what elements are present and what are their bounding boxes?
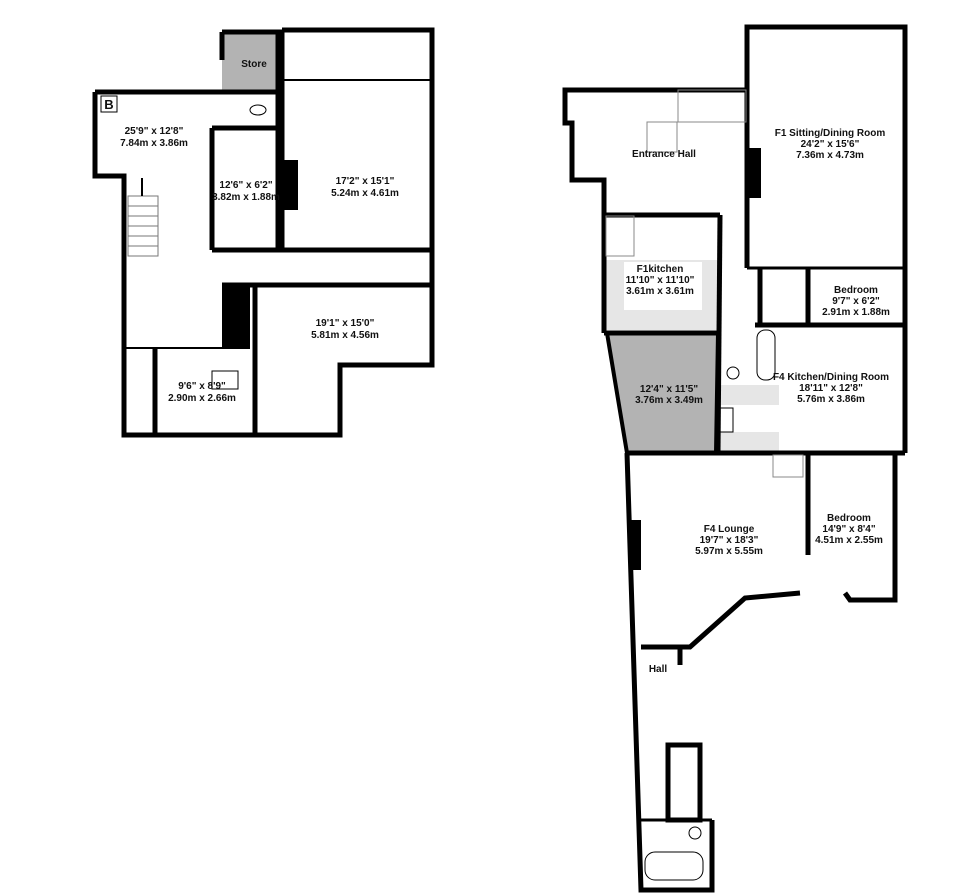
chimney-breast [749,148,761,198]
basement-marker [100,95,118,113]
room-dims-imperial: 12'4" x 11'5" [640,384,698,395]
bedroom-wall [842,453,898,603]
chimney-breast [276,160,298,210]
room-dims-imperial: 14'9" x 8'4" [822,524,875,535]
room-dims-metric: 7.84m x 3.86m [120,138,188,149]
stairs [127,178,159,257]
entrance-hall-label: Entrance Hall [632,149,696,160]
room-dims-metric: 3.76m x 3.49m [635,395,703,406]
kitchen-worktop [719,385,779,405]
room-name: F1kitchen [637,264,684,275]
toilet-icon [726,366,740,380]
room-dims-imperial: 19'1" x 15'0" [316,318,375,329]
room-name: Bedroom [834,285,878,296]
room-dims-metric: 3.82m x 1.88m [212,192,280,203]
chimney-breast [631,520,641,570]
room-dims-imperial: 25'9" x 12'8" [125,126,184,137]
entrance-outer-wall [562,87,747,333]
sink-icon [718,407,734,433]
store-room [222,32,280,92]
room-name: F4 Lounge [704,524,755,535]
kitchen-worktop [719,432,779,452]
skylight-icon [211,370,239,390]
room-name: F1 Sitting/Dining Room [775,128,886,139]
room-dims-metric: 2.91m x 1.88m [822,307,890,318]
hall-label: Hall [649,664,668,675]
lounge-bay-wall [641,590,801,650]
store-label: Store [241,59,267,70]
sitting-room-wall [744,24,908,453]
room-dims-imperial: 18'11" x 12'8" [799,383,863,394]
room-dims-metric: 5.81m x 4.56m [311,330,379,341]
room-dims-imperial: 9'6" x 8'9" [178,381,226,392]
closet-wall [665,742,703,823]
room-dims-metric: 5.97m x 5.55m [695,546,763,557]
chimney-breast [222,285,250,348]
room-name: Bedroom [827,513,871,524]
basement-marker-label: B [104,97,113,112]
stairs [605,89,804,478]
bath-icon [756,329,776,381]
room-dims-imperial: 12'6" x 6'2" [219,180,272,191]
room-dims-metric: 4.51m x 2.55m [815,535,883,546]
room-dims-metric: 7.36m x 4.73m [796,150,864,161]
kitchen-floor [624,262,702,310]
ground-plan: Entrance Hall F1 Sitting/Dining Room 24'… [562,24,908,893]
wall [715,214,723,454]
room-name: F4 Kitchen/Dining Room [773,372,889,383]
room-dims-imperial: 11'10" x 11'10" [626,275,695,286]
room-dims-metric: 5.76m x 3.86m [797,394,865,405]
bath-icon [644,851,704,881]
basement-plan: B Store 25'9" x 12'8" 7.84m x 3.86m 12'6… [92,27,435,438]
room-dims-imperial: 24'2" x 15'6" [801,139,860,150]
toilet-icon [688,826,702,840]
basement-outer-wall [92,27,435,438]
room-dims-metric: 5.24m x 4.61m [331,188,399,199]
lounge-wall [624,452,715,893]
room-dims-metric: 2.90m x 2.66m [168,393,236,404]
room-dims-imperial: 17'2" x 15'1" [336,176,395,187]
room-dims-imperial: 9'7" x 6'2" [832,296,880,307]
room-dims-imperial: 19'7" x 18'3" [700,535,759,546]
room-dims-metric: 3.61m x 3.61m [626,286,694,297]
toilet-icon [249,104,267,116]
